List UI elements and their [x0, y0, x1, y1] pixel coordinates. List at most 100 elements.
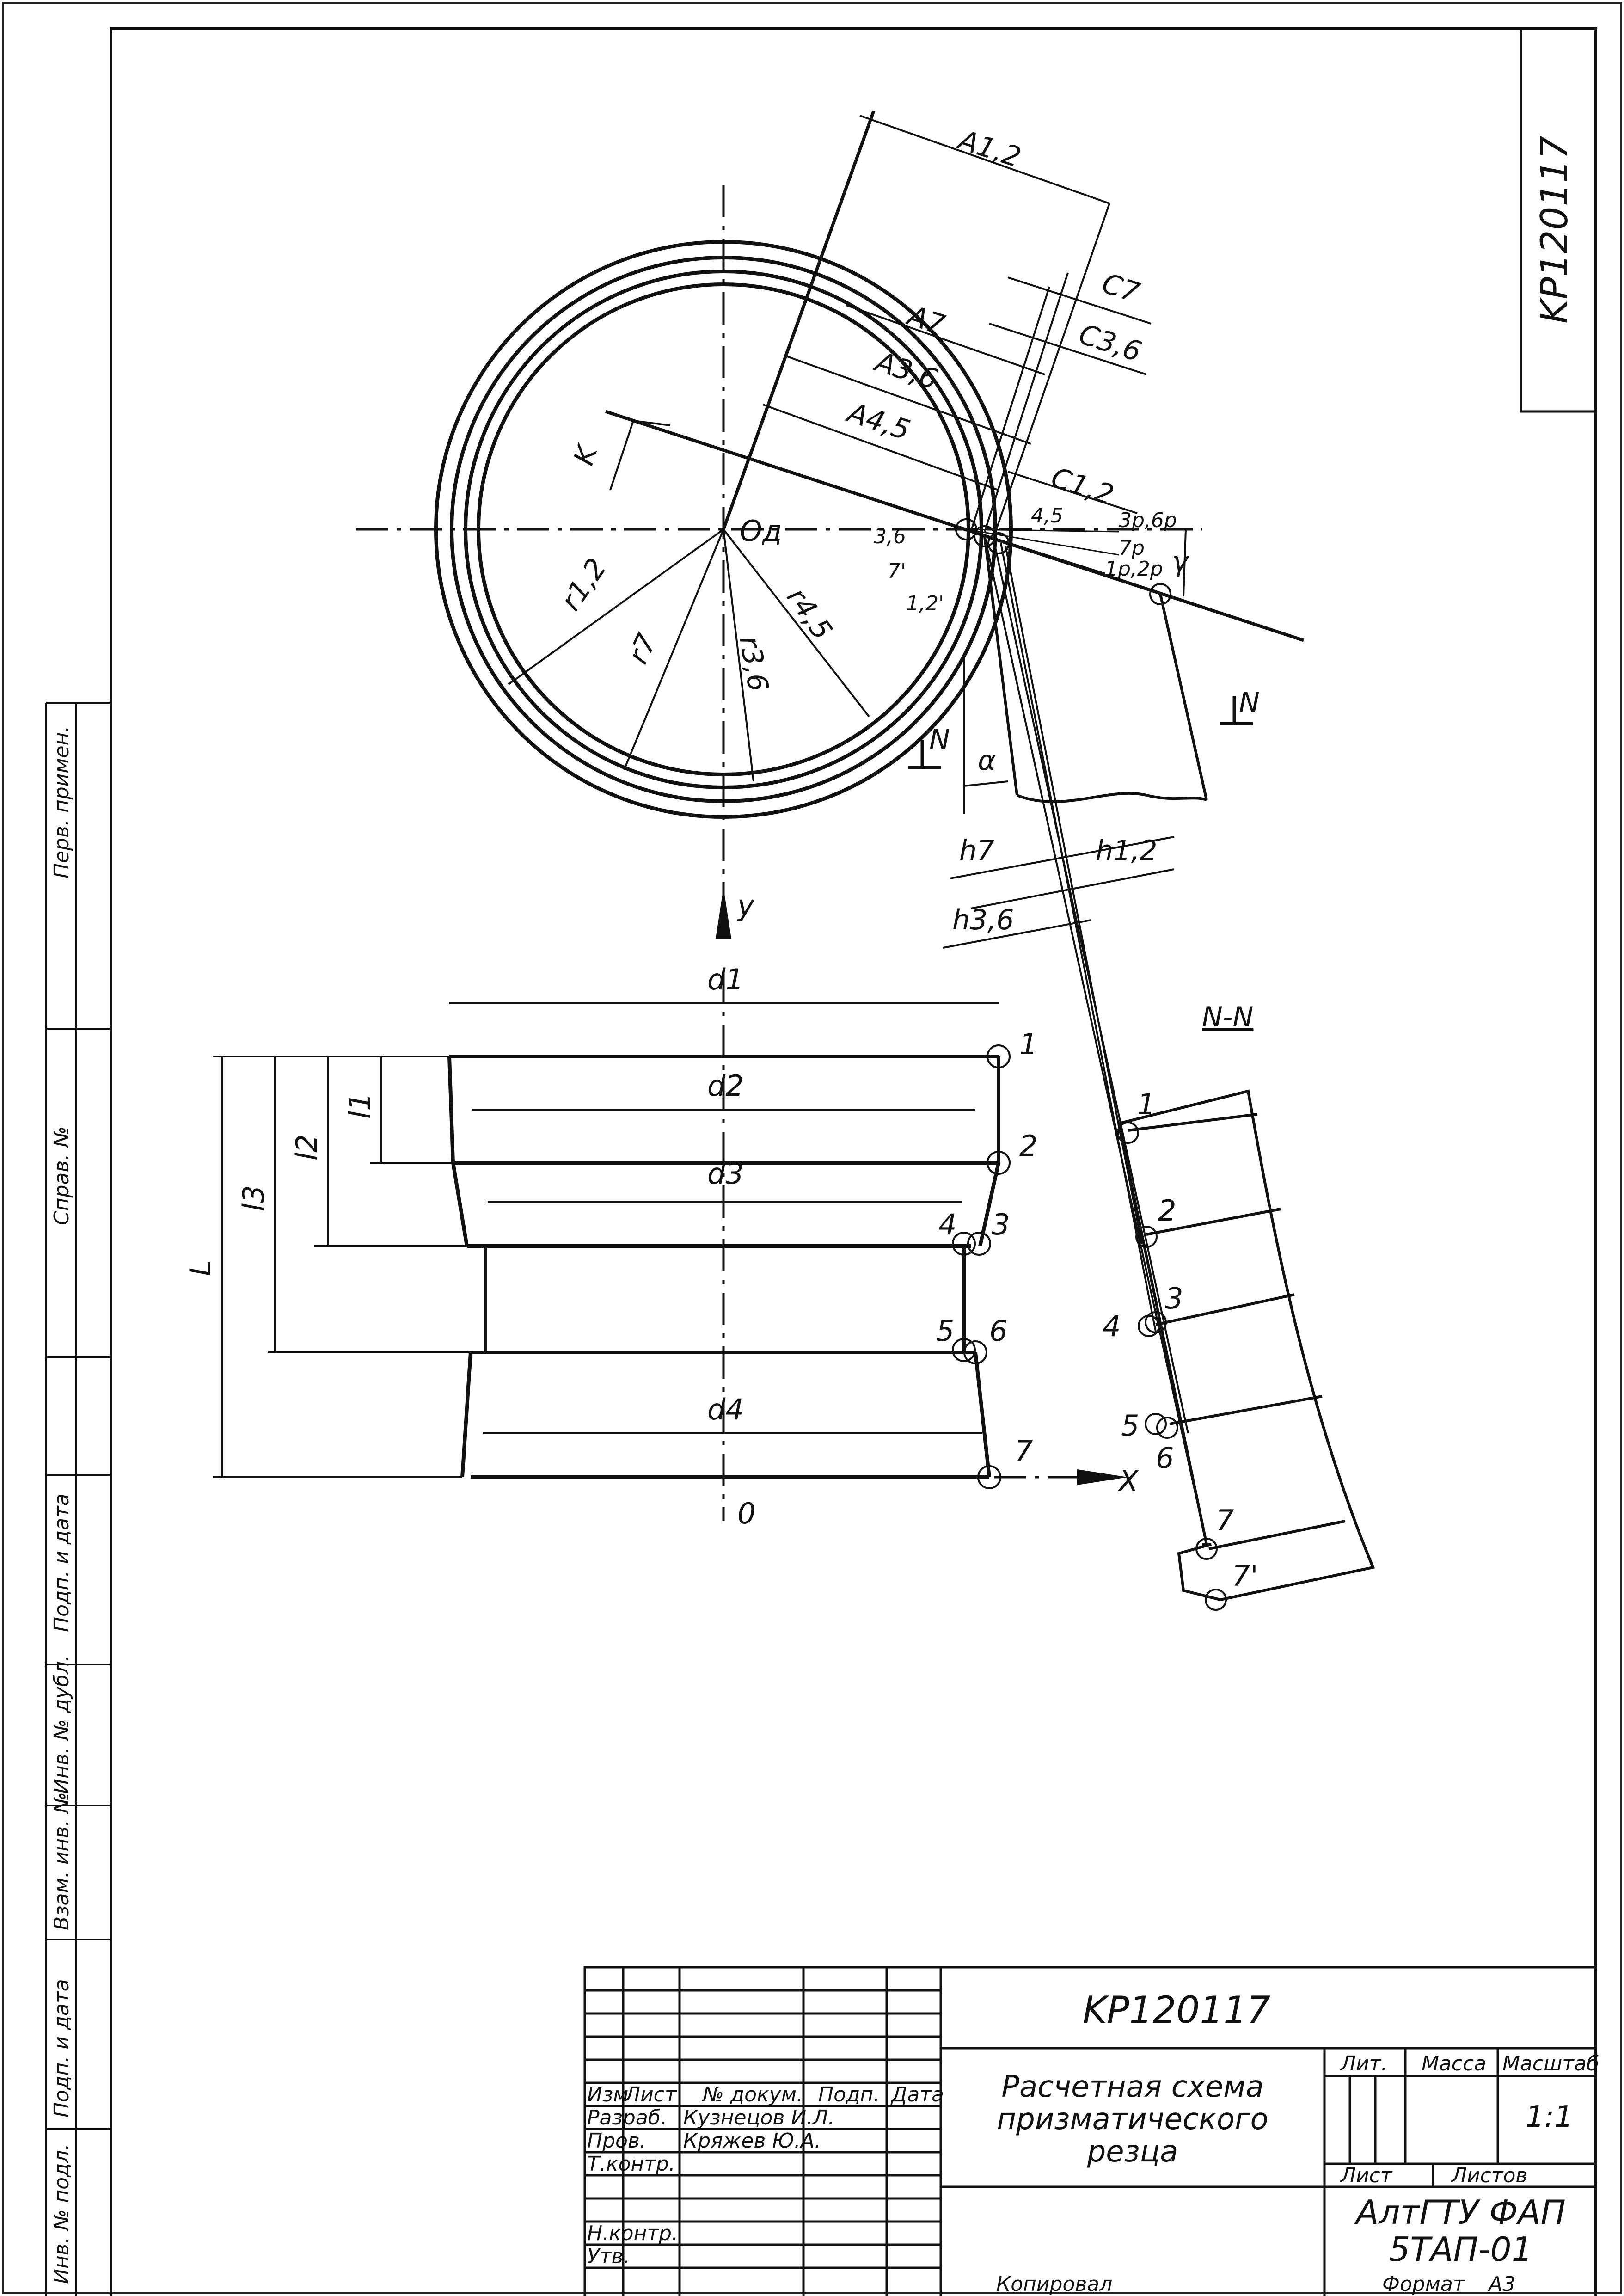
label-y-axis: y: [736, 889, 755, 922]
label-p12p: 1p,2p: [1105, 557, 1163, 581]
section-point-3: 3: [1165, 1282, 1183, 1315]
stamp-perv-primen: Перв. примен.: [50, 726, 74, 878]
tb-scale: 1:1: [1526, 2100, 1573, 2134]
label-p12: 1,2': [906, 592, 944, 615]
stamp-podp-data-1: Подп. и дата: [50, 1493, 74, 1632]
part-point-7: 7: [1015, 1434, 1033, 1468]
stamp-inv-podl: Инв. № подл.: [50, 2143, 74, 2284]
part-point-6: 6: [989, 1314, 1007, 1348]
tb-sheets: Листов: [1451, 2164, 1527, 2187]
inner-frame: [110, 27, 1597, 2296]
label-total-l: L: [184, 1260, 217, 1276]
label-x-axis: X: [1117, 1464, 1139, 1498]
footer-format-label: Формат: [1382, 2272, 1465, 2296]
tb-header-izm: Изм: [587, 2083, 629, 2106]
gamma-arc: [1183, 529, 1187, 597]
tb-role-utv: Утв.: [587, 2245, 630, 2268]
tb-role-tkontr: Т.контр.: [587, 2152, 675, 2176]
tb-sheet: Лист: [1340, 2164, 1393, 2187]
alpha-arc: [963, 780, 1008, 787]
section-point-5: 5: [1121, 1409, 1139, 1443]
title-block: [583, 1966, 1597, 2296]
diameter-dims: [449, 1002, 999, 1434]
corner-code: KP120117: [1533, 136, 1576, 324]
label-a12: A1,2: [953, 123, 1025, 174]
stamp-vzam-inv: Взам. инв. №: [50, 1792, 74, 1930]
label-c36: C3,6: [1075, 318, 1145, 368]
section-title: N-N: [1202, 1001, 1253, 1033]
label-p45: 4,5: [1031, 504, 1063, 528]
tb-mass: Масса: [1422, 2052, 1486, 2075]
stamp-podp-data-2: Подп. и дата: [50, 1979, 74, 2118]
part-point-circles: [952, 1044, 1011, 1489]
label-d1: d1: [707, 963, 744, 996]
label-alpha: α: [978, 744, 996, 777]
section-marker-n: [908, 696, 1253, 769]
label-l1: l1: [343, 1093, 377, 1119]
label-r12: r1,2: [555, 553, 613, 617]
section-point-4: 4: [1103, 1309, 1121, 1343]
tip-rays: [966, 528, 1119, 574]
section-point-7p: 7': [1232, 1559, 1258, 1593]
a-dimensions: [762, 115, 1110, 537]
label-a7: A7: [902, 299, 949, 341]
section-point-circles: [1117, 1122, 1227, 1611]
part-point-3: 3: [992, 1208, 1010, 1241]
label-d2: d2: [707, 1069, 744, 1103]
radius-lines: [508, 528, 870, 782]
section-outline: [1117, 1089, 1375, 1602]
label-r7: r7: [622, 629, 663, 669]
tb-scale-label: Масштаб: [1502, 2052, 1599, 2075]
label-k: K: [568, 440, 605, 469]
front-face-line: [605, 110, 1305, 642]
tb-header-podp: Подп.: [818, 2083, 880, 2106]
label-n-left: N: [929, 724, 950, 756]
h-dimensions: [943, 836, 1175, 949]
tb-title-line3: резца: [1087, 2135, 1178, 2169]
tb-title-line1: Расчетная схема: [1001, 2070, 1263, 2104]
tb-org-line2: 5ТАП-01: [1389, 2230, 1533, 2269]
tb-header-list: Лист: [624, 2083, 677, 2106]
part-point-2: 2: [1019, 1129, 1037, 1163]
label-h12: h1,2: [1096, 835, 1157, 867]
section-point-1: 1: [1137, 1087, 1155, 1121]
tb-org-line1: АлтГТУ ФАП: [1354, 2193, 1565, 2232]
label-origin: 0: [737, 1497, 755, 1530]
label-n-right: N: [1239, 687, 1260, 719]
part-point-5: 5: [936, 1314, 954, 1348]
label-p36: 3,6: [874, 525, 906, 548]
label-p3a6p: 3p,6p: [1119, 509, 1177, 532]
section-point-7: 7: [1216, 1504, 1234, 1537]
y-axis-arrow: [716, 888, 731, 939]
label-center-od: Oд: [740, 514, 782, 548]
length-dims: [213, 1056, 471, 1478]
part-point-4: 4: [938, 1208, 956, 1241]
section-point-2: 2: [1158, 1194, 1176, 1228]
part-point-1: 1: [1019, 1027, 1037, 1061]
tb-name-razrab: Кузнецов И.Л.: [683, 2106, 834, 2130]
tb-lit: Лит.: [1340, 2052, 1387, 2075]
stamp-inv-dubl: Инв. № дубл.: [50, 1655, 74, 1794]
tb-name-prov: Кряжев Ю.А.: [683, 2129, 821, 2153]
label-p7: 7': [888, 559, 906, 583]
tb-designation: KP120117: [1083, 1989, 1270, 2032]
label-l2: l2: [290, 1134, 324, 1160]
c-dimensions: [970, 272, 1152, 532]
tb-title-line2: призматического: [997, 2102, 1268, 2136]
tb-header-doc: № докум.: [701, 2083, 803, 2106]
part-outline: [447, 1055, 1000, 1479]
center-lines: [356, 185, 1202, 1521]
label-h36: h3,6: [952, 904, 1014, 936]
footer-format: А3: [1487, 2272, 1515, 2296]
footer-copied: Копировал: [996, 2272, 1112, 2296]
tb-header-data: Дата: [890, 2083, 944, 2106]
label-p7p: 7p: [1119, 536, 1145, 560]
rake-lines: [984, 536, 1207, 1545]
label-gamma: γ: [1172, 546, 1190, 578]
label-a45: A4,5: [842, 396, 914, 447]
side-stamp: [45, 702, 111, 2296]
tool-body-top: [983, 536, 1208, 804]
k-dimension: [609, 420, 671, 491]
label-d4: d4: [707, 1393, 744, 1426]
